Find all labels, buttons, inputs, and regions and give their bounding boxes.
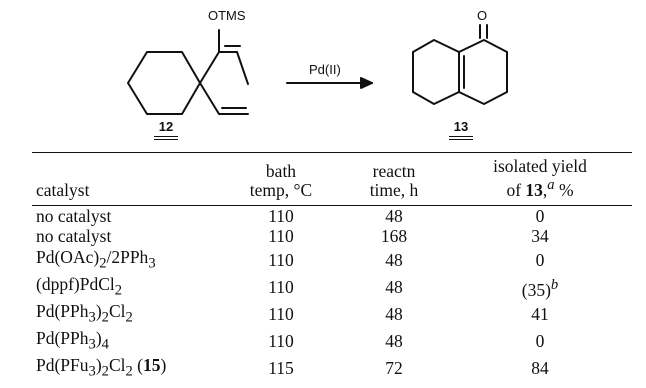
catalyst-subscript: 3 [88, 363, 96, 380]
catalyst-text: Cl [108, 354, 126, 375]
catalyst-text: Cl [108, 300, 126, 321]
table-row: Pd(OAc)2/2PPh3 110 48 0 [32, 247, 632, 274]
temp-cell: 110 [268, 277, 294, 298]
header-catalyst-text: catalyst [36, 179, 90, 200]
yield-cell: 41 [531, 304, 549, 325]
temp-cell: 115 [268, 358, 294, 379]
table-row: Pd(PFu3)2Cl2 (15) 115 72 84 [32, 355, 632, 382]
catalyst-text: Pd(PPh [36, 300, 89, 321]
catalyst-cell: no catalyst [36, 205, 112, 226]
time-cell: 48 [385, 277, 403, 298]
time-cell: 168 [380, 226, 408, 247]
table-row: no catalyst 110 168 34 [32, 226, 632, 247]
catalyst-cell: (dppf)PdCl2 [32, 274, 222, 301]
temp-cell: 110 [268, 205, 294, 226]
header-time-line2: time, h [369, 179, 419, 200]
compound-13-number: 13 [453, 119, 469, 134]
catalyst-subscript: 4 [101, 336, 109, 353]
carbonyl-oxygen-label: O [477, 8, 488, 23]
reaction-arrow-head [360, 77, 373, 89]
compound-15-ref: 15 [143, 354, 161, 375]
header-yield-compound: 13 [525, 179, 543, 200]
yield-cell: 34 [531, 226, 549, 247]
catalyst-text: Pd(PPh [36, 327, 89, 348]
header-bath-temp: bath temp, °C [222, 152, 340, 206]
yield-value: (35) [521, 279, 551, 300]
header-yield-prefix: of [506, 179, 526, 200]
catalyst-subscript: 2 [99, 255, 107, 272]
catalyst-text: Pd(PFu [36, 354, 89, 375]
table-header-row: catalyst bath temp, °C reactn time, h is… [32, 152, 632, 206]
catalyst-cell: no catalyst [36, 226, 112, 247]
catalyst-text: Pd(OAc) [36, 246, 100, 267]
yield-cell: 0 [535, 205, 545, 226]
catalyst-cell: Pd(PPh3)2Cl2 [32, 301, 222, 328]
time-cell: 48 [385, 331, 403, 352]
reactant-vinyl-tail [236, 51, 249, 85]
header-time-line1: reactn [372, 160, 416, 181]
time-cell: 48 [385, 250, 403, 271]
reaction-scheme: OTMS Pd(II) O 12 13 [0, 0, 646, 150]
catalyst-subscript: 3 [88, 336, 96, 353]
yield-cell: (35)b [448, 274, 632, 301]
time-cell: 72 [385, 358, 403, 379]
header-temp-line1: bath [265, 160, 297, 181]
catalyst-subscript: 2 [114, 282, 123, 299]
yield-cell: 84 [531, 358, 549, 379]
footnote-mark-b: b [550, 276, 559, 293]
table-row: Pd(PPh3)4 110 48 0 [32, 328, 632, 355]
temp-cell: 110 [268, 226, 294, 247]
product-right-ring [458, 39, 508, 105]
header-yield-line1: isolated yield [493, 156, 587, 176]
reactant-dienyl-upper [199, 51, 238, 84]
catalyst-cell: Pd(PFu3)2Cl2 (15) [36, 354, 167, 380]
header-temp-line2: temp, °C [249, 179, 313, 200]
catalyst-table: catalyst bath temp, °C reactn time, h is… [32, 152, 632, 382]
catalyst-text: ) [95, 300, 102, 321]
header-catalyst: catalyst [32, 152, 222, 206]
catalyst-subscript: 3 [88, 309, 96, 326]
catalyst-text: ) [95, 327, 102, 348]
temp-cell: 110 [268, 331, 294, 352]
table-row: (dppf)PdCl2 110 48 (35)b [32, 274, 632, 301]
catalyst-text: ) [95, 354, 102, 375]
otms-group-label: OTMS [208, 8, 246, 23]
compound-13-label: 13 [441, 119, 481, 140]
catalyst-subscript: 2 [125, 309, 133, 326]
temp-cell: 110 [268, 304, 294, 325]
compound-12-number: 12 [158, 119, 174, 134]
catalyst-cell: Pd(PPh3)4 [32, 328, 222, 355]
temp-cell: 110 [268, 250, 294, 271]
yield-cell: 0 [535, 250, 545, 271]
catalyst-text: /2PPh [106, 246, 149, 267]
header-isolated-yield: isolated yield of 13,a % [448, 152, 632, 206]
compound-12-label: 12 [146, 119, 186, 140]
reactant-ring [127, 51, 201, 115]
product-left-ring [412, 39, 460, 105]
yield-cell: 0 [535, 331, 545, 352]
footnote-mark-a: a [547, 177, 555, 193]
table-row: Pd(PPh3)2Cl2 110 48 41 [32, 301, 632, 328]
header-reaction-time: reactn time, h [340, 152, 448, 206]
time-cell: 48 [385, 304, 403, 325]
scheme-drawing [127, 24, 508, 115]
catalyst-subscript: 2 [101, 309, 109, 326]
header-yield-suffix: % [554, 179, 574, 200]
catalyst-cell: Pd(OAc)2/2PPh3 [32, 247, 222, 274]
table-row: no catalyst 110 48 0 [32, 205, 632, 226]
catalyst-subscript: 3 [148, 255, 156, 272]
catalyst-text: (dppf)PdCl [36, 273, 115, 294]
catalyst-subscript: 2 [125, 363, 133, 380]
time-cell: 48 [385, 205, 403, 226]
reactant-dienyl-lower [199, 82, 249, 115]
reagent-label: Pd(II) [309, 62, 341, 77]
catalyst-subscript: 2 [101, 363, 109, 380]
